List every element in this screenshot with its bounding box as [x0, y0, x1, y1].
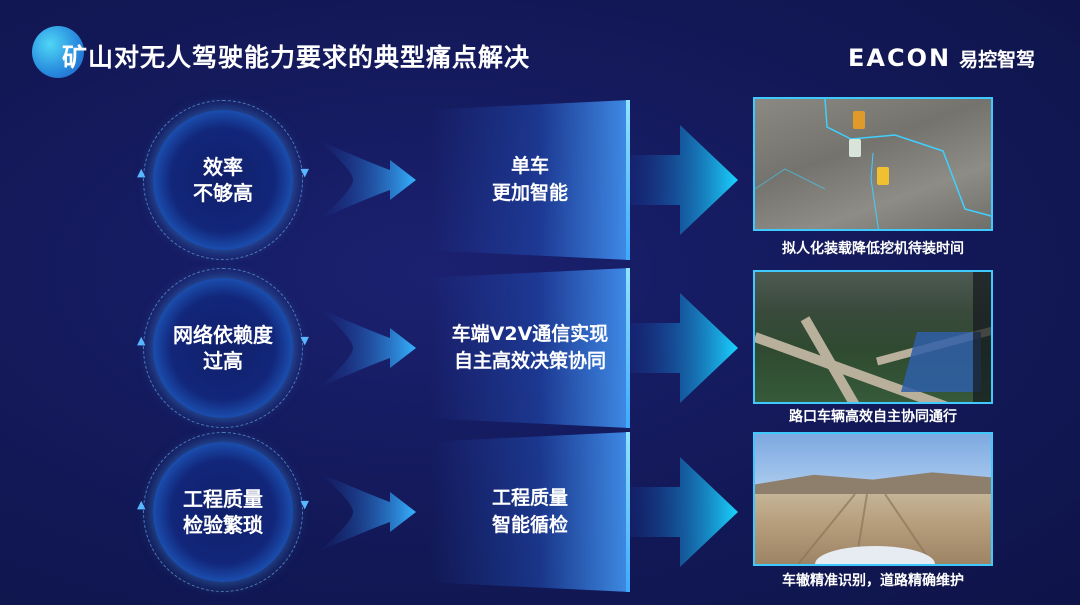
arrow-up-icon: ▲: [137, 334, 146, 347]
big-arrow-icon: [630, 293, 738, 403]
solution-panel: [430, 268, 630, 428]
big-arrow-icon: [630, 125, 738, 235]
arrow-down-icon: ▼: [300, 498, 309, 511]
solution-panel: [430, 100, 630, 260]
orbit-ring: ▲ ▼: [137, 100, 309, 260]
caption: 路口车辆高效自主协同通行: [789, 409, 957, 425]
panel-edge: [626, 100, 630, 260]
caption: 车辙精准识别，道路精确维护: [782, 573, 964, 589]
solution-label: 单车 更加智能: [491, 155, 568, 204]
pain-label: 工程质量 检验繁琐: [183, 487, 263, 537]
row-efficiency: ▲ ▼ 效率 不够高 单车 更加智能 拟人化装载降低挖机待装时间: [0, 97, 1080, 260]
panel-edge: [626, 432, 630, 592]
pain-label: 网络依赖度 过高: [173, 323, 273, 373]
arrow-up-icon: ▲: [137, 498, 146, 511]
solution-label: 车端V2V通信实现 自主高效决策协同: [451, 323, 609, 372]
orbit-ring: ▲ ▼: [137, 432, 309, 592]
logo-cn: 易控智驾: [959, 48, 1036, 71]
pain-orb: 网络依赖度 过高: [153, 278, 293, 418]
title-decoration: [32, 26, 84, 78]
logo-mark: EACON: [848, 44, 952, 72]
solution-panel: [430, 432, 630, 592]
arrow-down-icon: ▼: [300, 166, 309, 179]
caption: 拟人化装载降低挖机待装时间: [782, 241, 964, 257]
flow-arrow-icon: [318, 472, 416, 552]
flow-arrow-icon: [318, 140, 416, 220]
flow-arrow-icon: [318, 308, 416, 388]
row-quality: ▲ ▼ 工程质量 检验繁琐 工程质量 智能循检 车辙精准识别，道路精确维护: [0, 432, 1080, 592]
row-network: ▲ ▼ 网络依赖度 过高 车端V2V通信实现 自主高效决策协同 路口车辆高效自主…: [0, 268, 1080, 428]
pain-label: 效率 不够高: [193, 155, 253, 205]
solution-label: 工程质量 智能循检: [491, 487, 568, 536]
orbit-ring: ▲ ▼: [137, 268, 309, 428]
pain-orb: 工程质量 检验繁琐: [153, 442, 293, 582]
page-title: 矿山对无人驾驶能力要求的典型痛点解决: [62, 43, 531, 72]
pain-orb: 效率 不够高: [153, 110, 293, 250]
arrow-down-icon: ▼: [300, 334, 309, 347]
big-arrow-icon: [630, 457, 738, 567]
panel-edge: [626, 268, 630, 428]
intersection-photo: [753, 270, 993, 404]
brand-logo: EACON 易控智驾: [848, 44, 1035, 72]
aerial-loading-photo: [753, 97, 993, 231]
arrow-up-icon: ▲: [137, 166, 146, 179]
dashcam-road-photo: [753, 432, 993, 566]
